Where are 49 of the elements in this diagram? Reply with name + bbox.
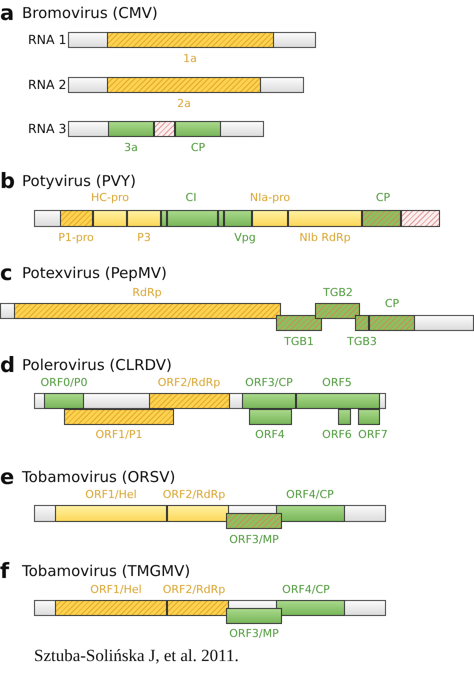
rna-label: RNA 2 — [28, 77, 67, 92]
gene-label: 3a — [124, 141, 138, 155]
gene-label: CP — [190, 141, 206, 155]
gene-label: CP — [376, 191, 390, 205]
gene-label: ORF4 — [255, 428, 285, 442]
section-letter: e — [0, 465, 14, 489]
gene-label: NIa-pro — [250, 191, 290, 205]
gene-label: ORF1/Hel — [90, 583, 142, 597]
gene-label: ORF1/Hel — [85, 488, 137, 502]
section-letter: f — [0, 559, 10, 583]
gene-label: Vpg — [234, 231, 256, 245]
virus-name: Polerovirus (CLRDV) — [22, 356, 172, 374]
gene-label: ORF1/P1 — [96, 428, 142, 442]
gene-label: ORF3/CP — [245, 376, 293, 390]
virus-name: Bromovirus (CMV) — [22, 4, 158, 22]
gene-label: ORF2/RdRp — [162, 583, 226, 597]
rna-label: RNA 1 — [28, 32, 67, 47]
virus-name: Potexvirus (PepMV) — [22, 264, 167, 282]
gene-label: 2a — [177, 97, 191, 111]
virus-name: Tobamovirus (TMGMV) — [22, 562, 190, 580]
gene-label: P3 — [137, 231, 151, 245]
virus-name: Tobamovirus (ORSV) — [22, 468, 176, 486]
gene-label: ORF2/RdRp — [158, 376, 220, 390]
gene-label: ORF7 — [358, 428, 388, 442]
gene-label: ORF4/CP — [282, 583, 330, 597]
gene-label: TGB3 — [347, 335, 377, 349]
section-letter: c — [0, 261, 12, 285]
gene-label: ORF2/RdRp — [162, 488, 226, 502]
section-letter: a — [0, 1, 14, 25]
gene-label: 1a — [183, 52, 197, 66]
gene-label: ORF0/P0 — [40, 376, 88, 390]
gene-label: TGB2 — [323, 286, 353, 300]
section-letter: b — [0, 169, 16, 193]
gene-label: ORF6 — [322, 428, 352, 442]
gene-label: P1-pro — [58, 231, 94, 245]
gene-label: ORF5 — [322, 376, 352, 390]
rna-label: RNA 3 — [28, 121, 67, 136]
gene-label: TGB1 — [284, 335, 314, 349]
gene-label: RdRp — [132, 286, 162, 300]
gene-label: ORF4/CP — [286, 488, 334, 502]
gene-label: NIb RdRp — [299, 231, 351, 245]
gene-label: HC-pro — [91, 191, 129, 205]
virus-name: Potyvirus (PVY) — [22, 172, 136, 190]
gene-label: CP — [384, 297, 400, 311]
gene-label: ORF3/MP — [229, 627, 279, 641]
citation: Sztuba-Solińska J, et al. 2011. — [34, 646, 239, 666]
gene-label: CI — [186, 191, 196, 205]
gene-label: ORF3/MP — [229, 533, 279, 547]
section-letter: d — [0, 353, 16, 377]
